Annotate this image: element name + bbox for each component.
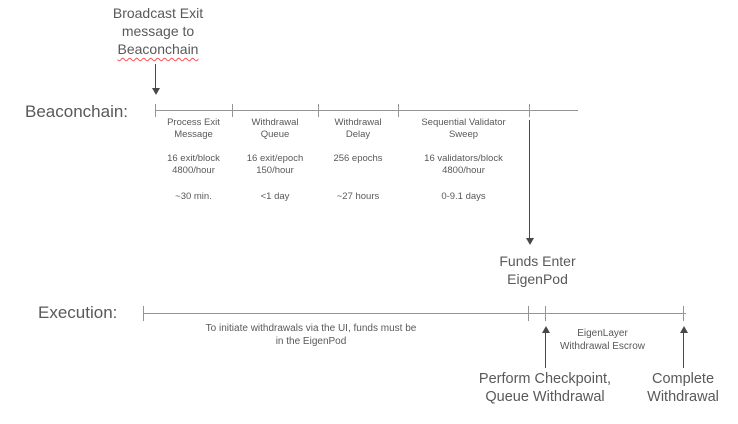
beaconchain-tick-1: [155, 104, 156, 117]
beaconchain-misspelled-word: Beaconchain: [117, 41, 199, 57]
beaconchain-row-label: Beaconchain:: [25, 102, 129, 121]
complete-withdrawal-label: Complete Withdrawal: [647, 371, 719, 405]
segment-name: Sequential Validator Sweep: [421, 117, 506, 140]
segment-sequential-validator-sweep: Sequential Validator Sweep 16 validators…: [398, 117, 529, 203]
segment-duration: 0-9.1 days: [441, 191, 486, 202]
segment-duration: <1 day: [260, 191, 290, 202]
broadcast-exit-text: Broadcast Exit message to: [112, 5, 204, 39]
eigenlayer-escrow-label: EigenLayer Withdrawal Escrow: [559, 328, 646, 352]
segment-withdrawal-delay: Withdrawal Delay 256 epochs ~27 hours: [318, 117, 398, 203]
execution-timeline-line: [143, 313, 686, 314]
segment-process-exit-message: Process Exit Message 16 exit/block 4800/…: [155, 117, 232, 203]
complete-arrow-line: [683, 333, 684, 368]
segment-rate: 16 validators/block 4800/hour: [424, 153, 503, 176]
segment-name: Process Exit Message: [167, 117, 220, 140]
execution-tick-3: [545, 306, 546, 321]
ui-withdrawal-note: To initiate withdrawals via the UI, fund…: [205, 323, 417, 347]
complete-arrow-head-icon: [679, 326, 688, 333]
sweep-to-eigenpod-arrow-line: [529, 120, 530, 239]
execution-tick-1: [143, 306, 144, 321]
perform-checkpoint-label: Perform Checkpoint, Queue Withdrawal: [478, 371, 612, 405]
execution-row-label: Execution:: [38, 303, 118, 322]
broadcast-arrow-line: [155, 64, 156, 89]
execution-tick-4: [683, 306, 684, 321]
beaconchain-tick-3: [318, 104, 319, 117]
segment-name: Withdrawal Queue: [251, 117, 299, 140]
segment-rate: 16 exit/epoch 150/hour: [246, 153, 304, 176]
funds-enter-eigenpod-label: Funds Enter EigenPod: [499, 253, 576, 287]
segment-withdrawal-queue: Withdrawal Queue 16 exit/epoch 150/hour …: [232, 117, 318, 203]
segment-duration: ~30 min.: [175, 191, 212, 202]
sweep-to-eigenpod-arrow-head-icon: [525, 238, 534, 245]
beaconchain-timeline-line: [155, 110, 578, 111]
beaconchain-tick-2: [232, 104, 233, 117]
checkpoint-arrow-line: [545, 333, 546, 368]
beaconchain-tick-4: [398, 104, 399, 117]
beaconchain-tick-5: [529, 104, 530, 117]
checkpoint-arrow-head-icon: [541, 326, 550, 333]
segment-name: Withdrawal Delay: [334, 117, 382, 140]
segment-duration: ~27 hours: [336, 191, 380, 202]
segment-rate: 256 epochs: [333, 153, 383, 164]
broadcast-exit-annotation: Broadcast Exit message to Beaconchain: [95, 4, 221, 58]
broadcast-arrow-head-icon: [151, 88, 160, 95]
execution-tick-2: [528, 306, 529, 321]
segment-rate: 16 exit/block 4800/hour: [167, 153, 220, 176]
